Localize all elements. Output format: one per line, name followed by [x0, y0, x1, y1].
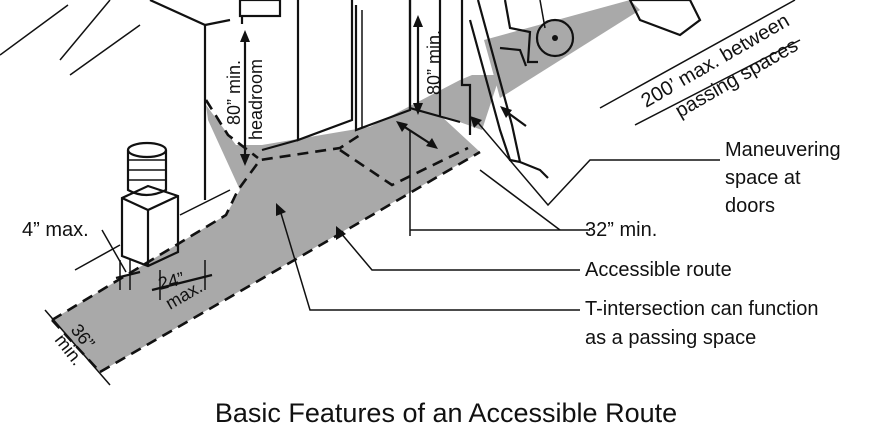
building-left [59, 0, 231, 200]
building-center [261, 0, 354, 152]
ground-lines [0, 4, 561, 271]
figure-title: Basic Features of an Accessible Route [215, 398, 677, 428]
leader-lines [276, 106, 720, 311]
dimension-lines [44, 0, 801, 386]
callout-t-intersection-line2: as a passing space [585, 327, 756, 349]
dim-headroom-value: 80” min. [224, 60, 244, 125]
dim-door-height: 80” min. [424, 30, 444, 95]
callout-door-width: 32” min. [585, 219, 657, 241]
callout-t-intersection-line1: T-intersection can function [585, 298, 818, 320]
ramp [468, 0, 702, 179]
callout-maneuvering-line1: Maneuvering [725, 139, 841, 161]
post-object [120, 141, 180, 268]
callout-maneuvering-line3: doors [725, 195, 775, 217]
callout-accessible-route: Accessible route [585, 259, 732, 281]
dim-headroom-word: headroom [246, 59, 266, 140]
dim-protrusion: 4” max. [22, 219, 89, 241]
door-frame [354, 0, 472, 135]
callout-maneuvering-line2: space at [725, 167, 801, 189]
wall-sign [238, 0, 282, 24]
wheelchair-user [499, 0, 575, 67]
